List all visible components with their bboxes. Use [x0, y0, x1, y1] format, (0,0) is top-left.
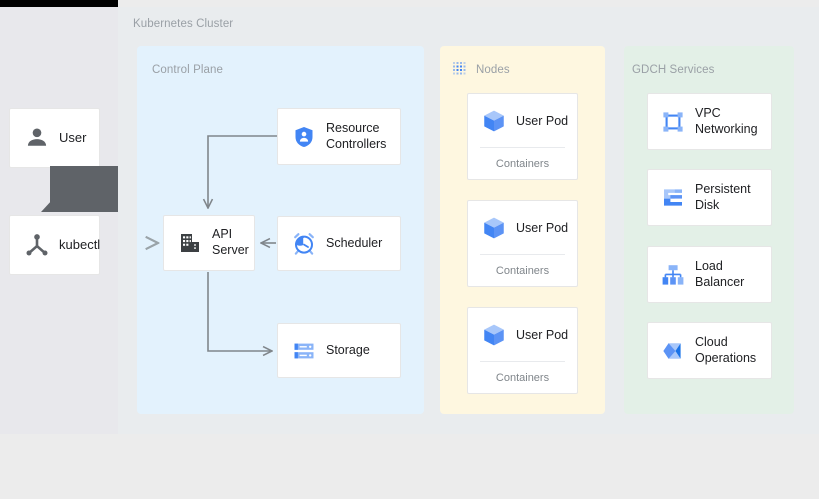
user-pod-title: User Pod [516, 327, 569, 342]
top-black-bar [0, 0, 118, 7]
dotted-grid-icon [452, 61, 468, 77]
card-load-balancer-label: Load Balancer [695, 258, 745, 289]
shield-person-icon [292, 125, 316, 149]
divider [480, 254, 565, 255]
overlay-block-tail [41, 199, 53, 212]
load-balancer-icon [661, 263, 685, 287]
card-kubectl-label: kubectl [59, 236, 101, 252]
cube-icon [481, 215, 507, 241]
card-resource-controllers-label: Resource Controllers [326, 120, 387, 151]
region-control-plane-label: Control Plane [152, 64, 223, 76]
card-cloud-operations[interactable]: Cloud Operations [647, 322, 772, 379]
card-scheduler[interactable]: Scheduler [277, 216, 401, 271]
region-nodes-label: Nodes [476, 64, 510, 76]
region-gdch-services-label: GDCH Services [632, 64, 715, 76]
card-load-balancer[interactable]: Load Balancer [647, 246, 772, 303]
card-user-pod[interactable]: User Pod Containers [467, 93, 578, 180]
overlay-block [50, 166, 118, 212]
server-rack-icon [292, 339, 316, 363]
containers-label: Containers [495, 157, 550, 170]
cube-icon [481, 322, 507, 348]
user-pod-footer: Containers [468, 255, 577, 286]
cloud-operations-icon [661, 339, 685, 363]
vpc-networking-icon [661, 110, 685, 134]
divider [480, 147, 565, 148]
user-pod-title: User Pod [516, 113, 569, 128]
user-pod-header: User Pod [468, 308, 577, 361]
card-user-label: User [59, 129, 87, 145]
persistent-disk-icon [661, 186, 685, 210]
card-resource-controllers[interactable]: Resource Controllers [277, 108, 401, 165]
card-storage-label: Storage [326, 342, 370, 357]
containers-label: Containers [495, 371, 550, 384]
card-vpc-networking-label: VPC Networking [695, 105, 758, 136]
kubectl-icon [24, 232, 50, 258]
user-icon [24, 125, 50, 151]
card-persistent-disk-label: Persistent Disk [695, 181, 751, 212]
user-pod-footer: Containers [468, 148, 577, 179]
bottom-background-pane [0, 434, 819, 499]
alarm-clock-icon [292, 232, 316, 256]
containers-label: Containers [495, 264, 550, 277]
card-cloud-operations-label: Cloud Operations [695, 334, 757, 365]
divider [480, 361, 565, 362]
card-storage[interactable]: Storage [277, 323, 401, 378]
card-vpc-networking[interactable]: VPC Networking [647, 93, 772, 150]
card-kubectl[interactable]: kubectl [9, 215, 100, 275]
cube-icon [481, 108, 507, 134]
card-persistent-disk[interactable]: Persistent Disk [647, 169, 772, 226]
api-server-icon [178, 231, 202, 255]
card-user-pod[interactable]: User Pod Containers [467, 200, 578, 287]
user-pod-title: User Pod [516, 220, 569, 235]
card-api-server[interactable]: API Server [163, 215, 255, 271]
card-scheduler-label: Scheduler [326, 235, 383, 250]
card-api-server-label: API Server [212, 227, 249, 257]
user-pod-header: User Pod [468, 94, 577, 147]
user-pod-footer: Containers [468, 362, 577, 393]
card-user[interactable]: User [9, 108, 100, 168]
cluster-title: Kubernetes Cluster [133, 18, 234, 30]
user-pod-header: User Pod [468, 201, 577, 254]
card-user-pod[interactable]: User Pod Containers [467, 307, 578, 394]
